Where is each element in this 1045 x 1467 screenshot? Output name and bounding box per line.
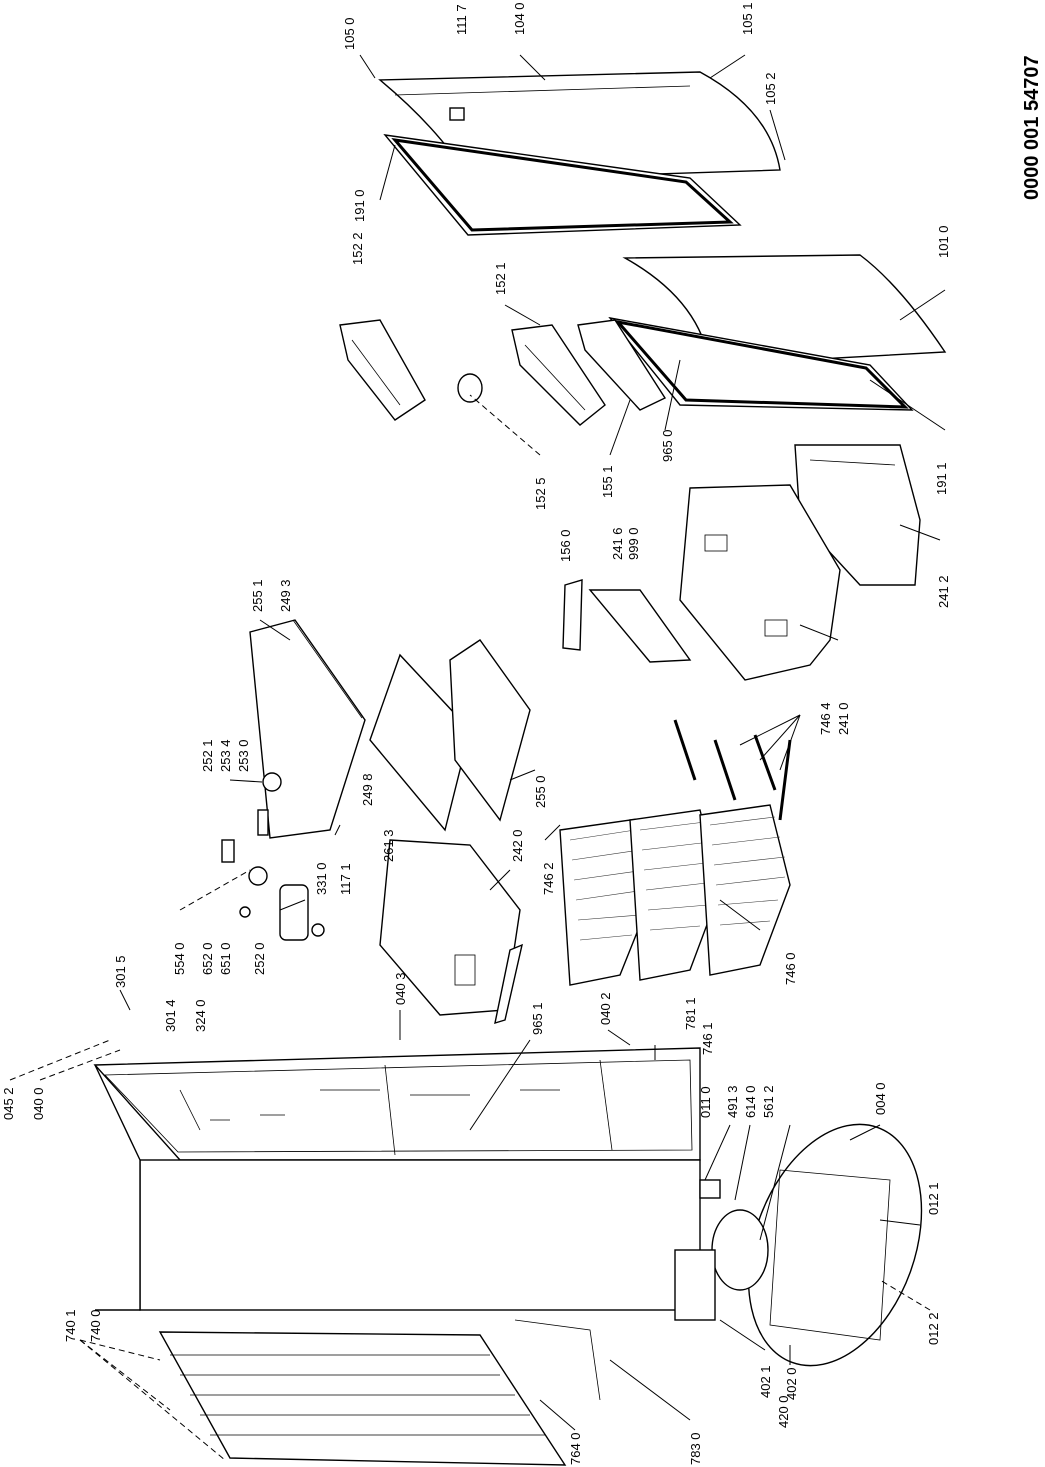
leader-lines	[9, 54, 946, 1461]
shelf-flap	[562, 579, 692, 663]
callout-040-0: 040 0	[31, 1087, 46, 1120]
callout-004-0: 004 0	[873, 1082, 888, 1115]
callout-156-0: 156 0	[558, 529, 573, 562]
callout-999-0: 999 0	[626, 527, 641, 560]
callout-012-2: 012 2	[926, 1312, 941, 1345]
callout-105-2: 105 2	[763, 72, 778, 105]
thermostat-assembly	[221, 772, 325, 941]
callout-402-1: 402 1	[758, 1365, 773, 1398]
callout-746-2: 746 2	[541, 862, 556, 895]
callout-255-1: 255 1	[250, 579, 265, 612]
door-shelf-upper	[339, 319, 426, 421]
lower-door-gasket	[608, 316, 914, 411]
callout-252-0: 252 0	[252, 942, 267, 975]
callout-241-0: 241 0	[836, 702, 851, 735]
compressor-plate	[747, 1123, 923, 1367]
callout-746-4: 746 4	[818, 702, 833, 735]
callout-491-3: 491 3	[725, 1085, 740, 1118]
door-shelf-lower	[511, 324, 606, 426]
door-shelf-mid	[577, 319, 667, 411]
wire-basket-3	[699, 804, 791, 976]
callout-301-4: 301 4	[163, 999, 178, 1032]
callout-740-1: 740 1	[63, 1309, 78, 1342]
callout-764-0: 764 0	[568, 1432, 583, 1465]
compressor	[711, 1209, 769, 1291]
freezer-drawer-lower	[679, 484, 841, 681]
callout-040-2: 040 2	[598, 992, 613, 1025]
crisper-strip	[494, 943, 523, 1025]
callout-045-2: 045 2	[1, 1087, 16, 1120]
callout-105-1: 105 1	[740, 2, 755, 35]
callout-554-0: 554 0	[172, 942, 187, 975]
condenser-pipe	[514, 1319, 601, 1401]
callout-614-0: 614 0	[743, 1085, 758, 1118]
callout-101-0: 101 0	[936, 225, 951, 258]
callout-152-2: 152 2	[350, 232, 365, 265]
rails	[673, 719, 792, 821]
callout-740-0: 740 0	[88, 1309, 103, 1342]
handle-part	[457, 373, 483, 403]
wire-basket-1	[559, 819, 651, 986]
callout-191-0: 191 0	[352, 189, 367, 222]
callout-301-5: 301 5	[113, 955, 128, 988]
callout-111-7: 111 7	[454, 4, 469, 35]
callout-249-8: 249 8	[360, 773, 375, 806]
callout-242-0: 242 0	[510, 829, 525, 862]
callout-labels: 105 0 111 7 104 0 105 1 105 2 191 0 152 …	[1, 2, 951, 1465]
callout-012-1: 012 1	[926, 1182, 941, 1215]
callout-105-0: 105 0	[342, 17, 357, 50]
small-part	[699, 1179, 721, 1199]
wire-basket-2	[629, 809, 721, 981]
glass-shelf-top	[249, 619, 366, 839]
callout-783-0: 783 0	[688, 1432, 703, 1465]
callout-965-1: 965 1	[530, 1002, 545, 1035]
callout-249-3: 249 3	[278, 579, 293, 612]
callout-117-1: 117 1	[338, 863, 353, 895]
callout-241-6: 241 6	[610, 527, 625, 560]
condenser	[158, 1331, 567, 1466]
callout-420-0: 420 0	[776, 1395, 791, 1428]
callout-261-3: 261 3	[381, 829, 396, 862]
callout-331-0: 331 0	[314, 862, 329, 895]
callout-040-3: 040 3	[393, 972, 408, 1005]
document-number: 0000 001 54707	[1021, 55, 1043, 200]
callout-781-1: 781 1	[683, 997, 698, 1030]
callout-746-0: 746 0	[783, 952, 798, 985]
relay-box	[674, 1249, 716, 1321]
callout-241-2: 241 2	[936, 575, 951, 608]
callout-253-0: 253 0	[236, 739, 251, 772]
callout-191-1: 191 1	[934, 462, 949, 495]
callout-255-0: 255 0	[533, 775, 548, 808]
callout-011-0: 011 0	[698, 1086, 713, 1118]
callout-253-4: 253 4	[218, 739, 233, 772]
upper-door-gasket	[383, 134, 742, 236]
callout-652-0: 652 0	[200, 942, 215, 975]
cabinet	[93, 1047, 701, 1311]
callout-561-2: 561 2	[761, 1085, 776, 1118]
callout-252-1: 252 1	[200, 739, 215, 772]
callout-155-1: 155 1	[600, 465, 615, 498]
callout-152-1: 152 1	[493, 262, 508, 295]
callout-402-0: 402 0	[784, 1367, 799, 1400]
glass-shelf-low	[449, 639, 531, 822]
callout-651-0: 651 0	[218, 942, 233, 975]
callout-104-0: 104 0	[512, 2, 527, 35]
callout-746-1: 746 1	[700, 1022, 715, 1055]
callout-324-0: 324 0	[193, 999, 208, 1032]
callout-965-0: 965 0	[660, 429, 675, 462]
callout-152-5: 152 5	[533, 477, 548, 510]
